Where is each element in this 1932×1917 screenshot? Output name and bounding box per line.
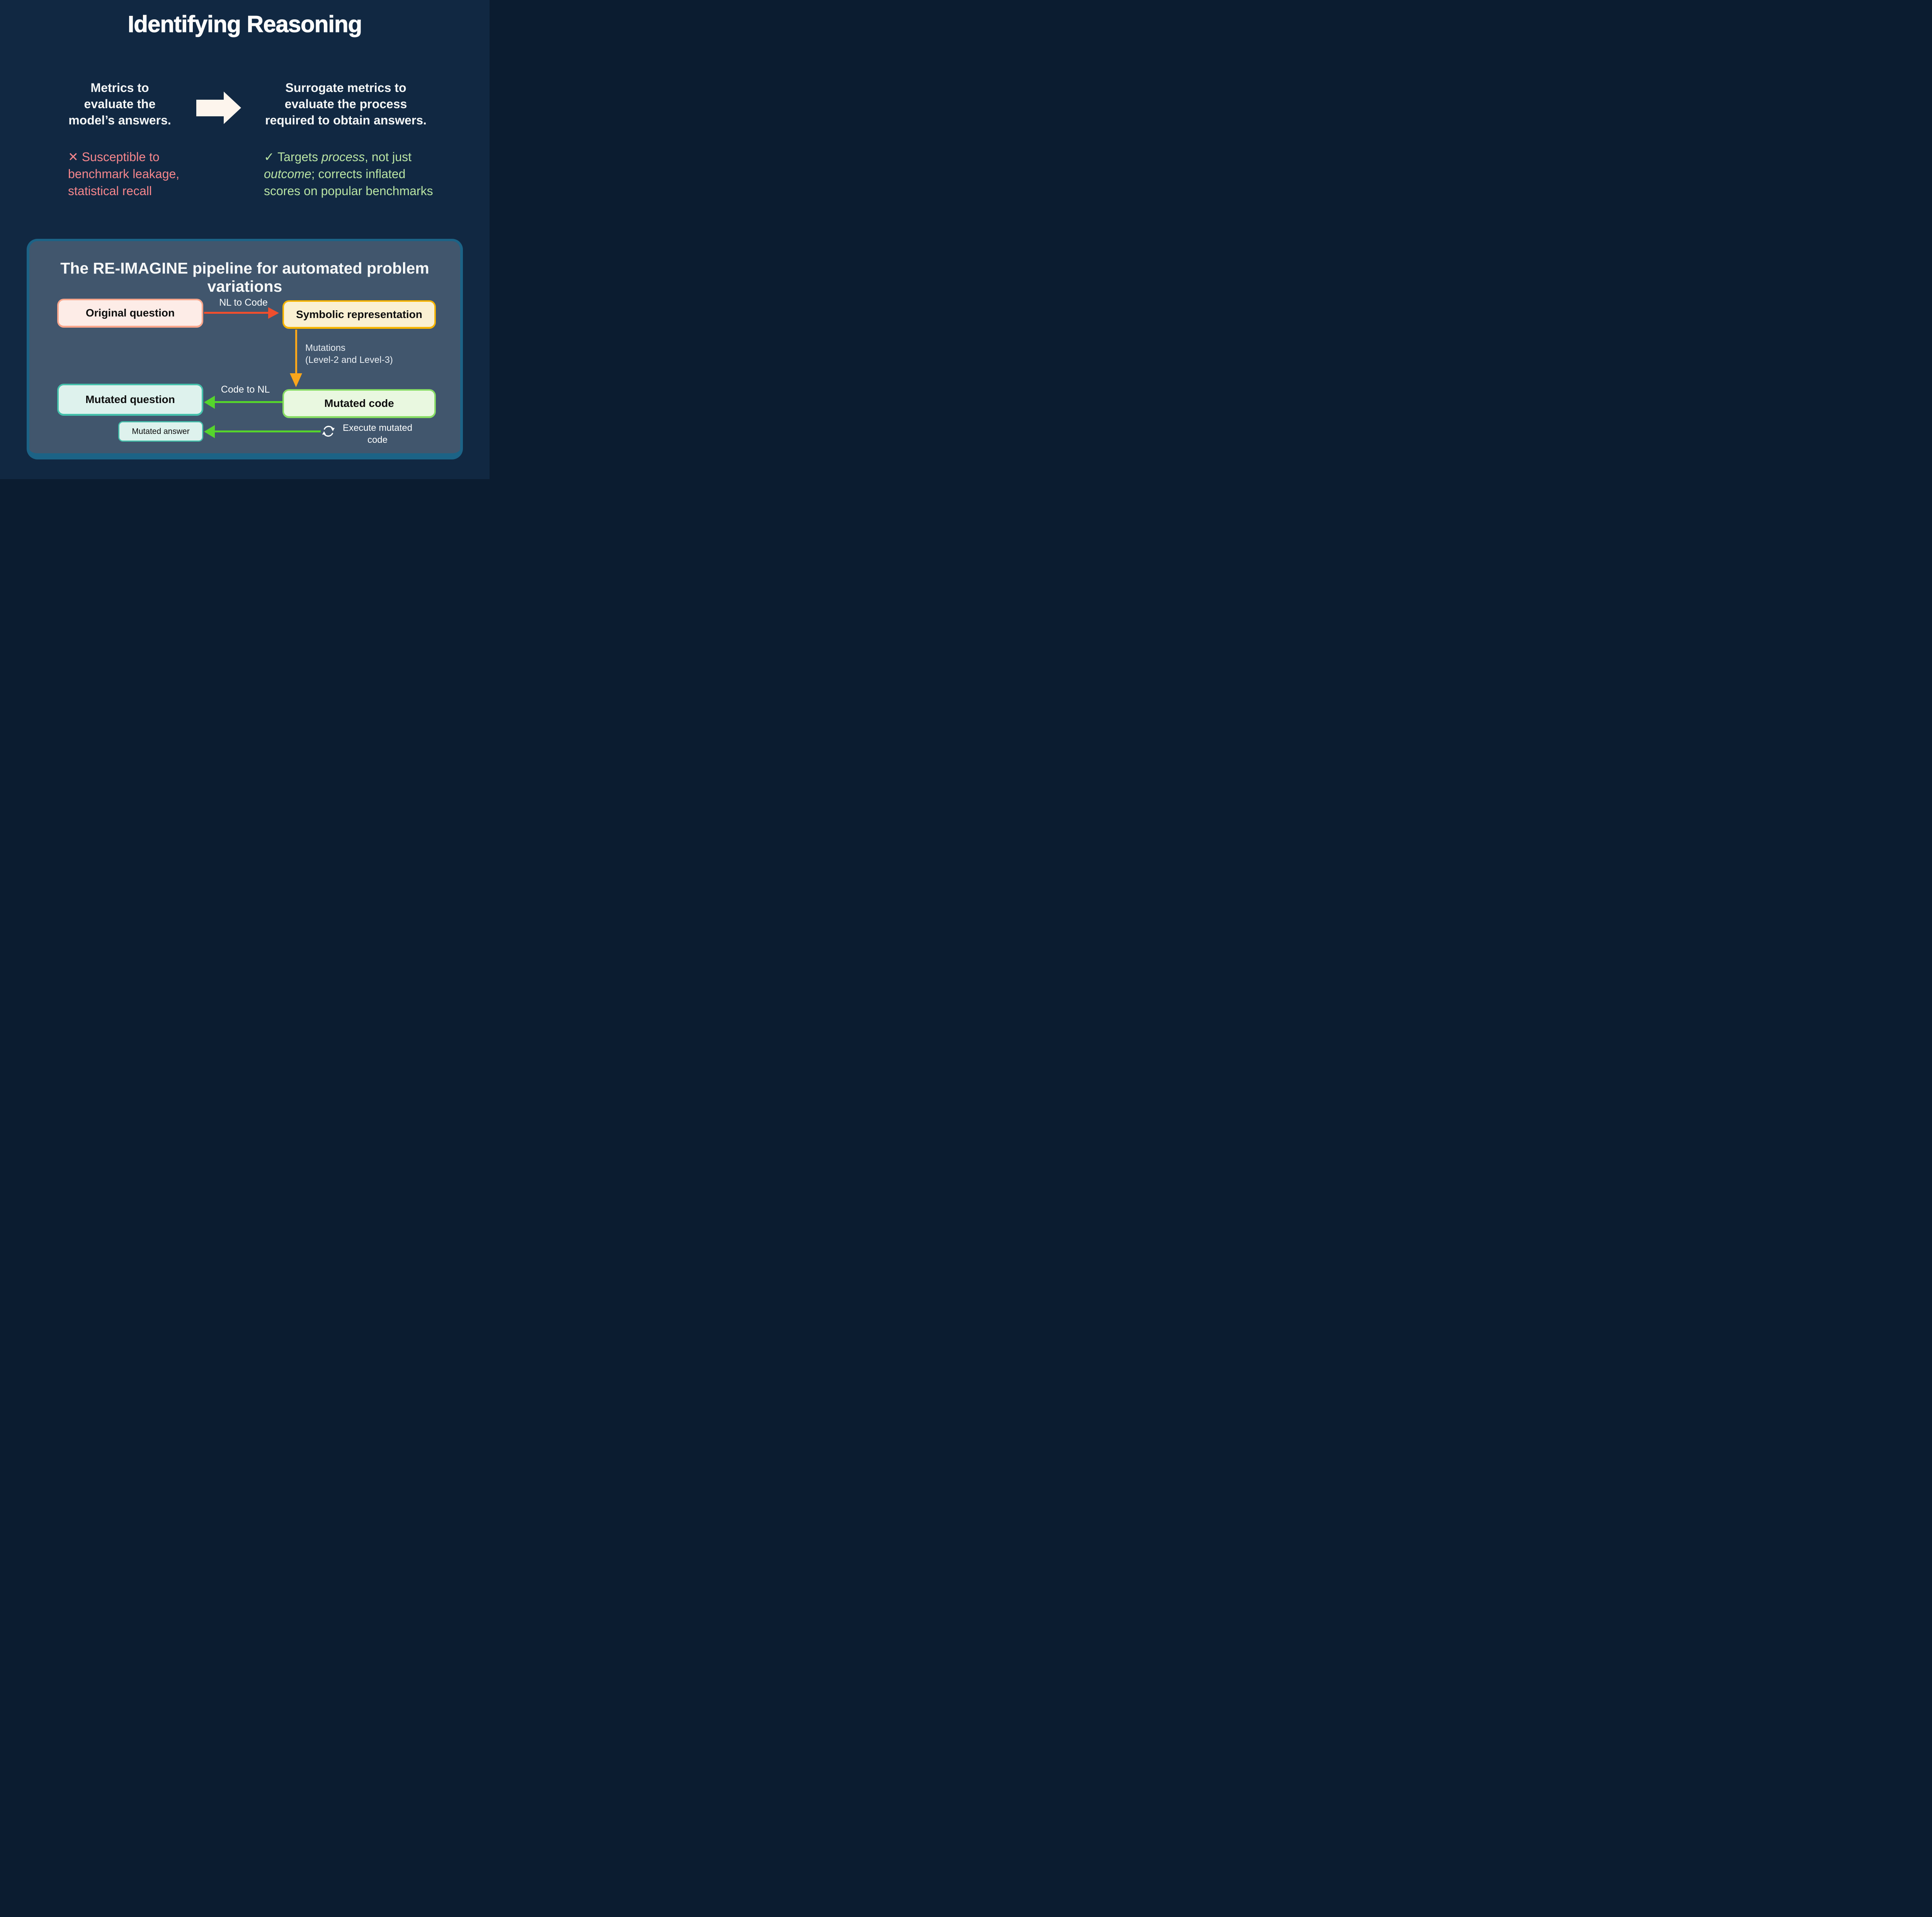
node-label: Mutated code: [324, 397, 394, 409]
arrow-mutations-head: [290, 373, 302, 387]
node-label: Mutated question: [85, 393, 175, 405]
right-note-text: Targets: [274, 150, 321, 164]
left-heading: Metrics to evaluate the model’s answers.: [50, 80, 189, 128]
node-mutated-answer: Mutated answer: [118, 421, 203, 442]
right-heading-line: required to obtain answers.: [265, 113, 427, 127]
right-heading: Surrogate metrics to evaluate the proces…: [249, 80, 442, 128]
right-note-text: scores on popular benchmarks: [264, 184, 433, 198]
arrow-nl-to-code: [204, 312, 269, 314]
left-note-line: statistical recall: [68, 184, 152, 198]
left-note-line: benchmark leakage,: [68, 167, 180, 181]
edge-label-mutations: Mutations (Level-2 and Level-3): [305, 343, 393, 365]
edge-label-code-to-nl: Code to NL: [221, 384, 270, 395]
page-title: Identifying Reasoning: [128, 11, 362, 37]
left-heading-line: Metrics to: [90, 81, 149, 95]
node-original-question: Original question: [57, 299, 203, 328]
pipeline-panel: [27, 239, 463, 459]
check-icon: ✓: [264, 150, 274, 164]
arrow-code-to-nl-head: [204, 396, 215, 409]
right-arrow-head: [224, 92, 241, 124]
right-note: ✓ Targets process, not just outcome; cor…: [264, 148, 461, 199]
right-note-italic: process: [321, 150, 365, 164]
left-note-line: Susceptible to: [78, 150, 160, 164]
node-mutated-question: Mutated question: [57, 384, 203, 416]
arrow-nl-to-code-head: [268, 307, 279, 319]
left-heading-line: evaluate the: [84, 97, 156, 111]
node-symbolic-representation: Symbolic representation: [282, 300, 436, 329]
node-mutated-code: Mutated code: [282, 389, 436, 418]
left-heading-line: model’s answers.: [68, 113, 171, 127]
left-note: ✕ Susceptible to benchmark leakage, stat…: [68, 148, 199, 199]
cross-icon: ✕: [68, 150, 78, 164]
node-label: Original question: [85, 307, 175, 319]
node-label: Symbolic representation: [296, 308, 422, 320]
right-heading-line: Surrogate metrics to: [285, 81, 406, 95]
cycle-icon: [321, 424, 336, 439]
edge-label-nl-to-code: NL to Code: [219, 297, 268, 308]
right-heading-line: evaluate the process: [284, 97, 407, 111]
right-arrow: [196, 100, 224, 116]
infographic-canvas: Identifying Reasoning Metrics to evaluat…: [0, 0, 490, 479]
arrow-code-to-nl: [215, 401, 282, 403]
arrow-mutations: [295, 330, 297, 374]
edge-label-execute: Execute mutated code: [342, 423, 413, 445]
right-note-text: , not just: [365, 150, 412, 164]
pipeline-title: The RE-IMAGINE pipeline for automated pr…: [60, 259, 429, 295]
right-note-text: ; corrects inflated: [311, 167, 406, 181]
node-label: Mutated answer: [132, 427, 190, 436]
arrow-execute-head: [204, 425, 215, 438]
right-note-italic: outcome: [264, 167, 311, 181]
arrow-execute: [215, 430, 321, 432]
